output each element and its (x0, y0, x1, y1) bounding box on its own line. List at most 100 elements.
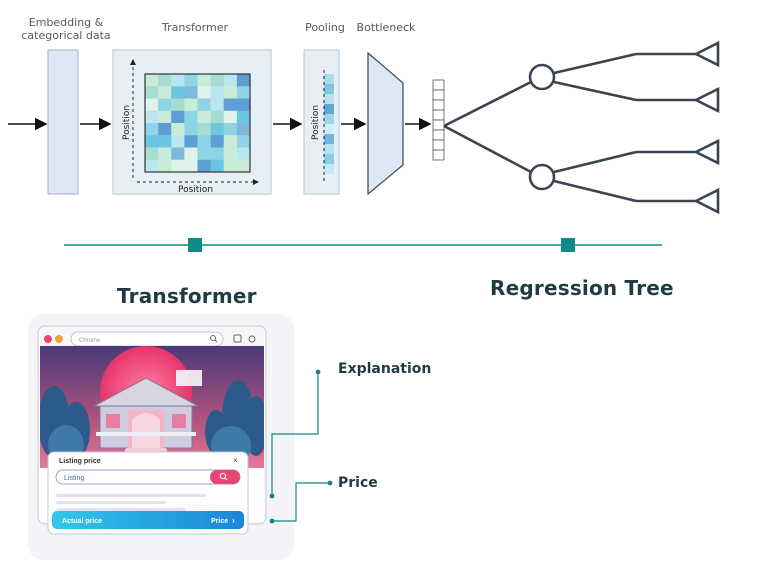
pooling-cell (324, 124, 334, 134)
explanation-dot (315, 369, 321, 375)
tree-leaf-2 (693, 86, 720, 114)
heatmap-cell (158, 135, 172, 148)
heatmap-cell (223, 98, 238, 112)
latent-cell (432, 89, 445, 101)
bottleneck-label: Bottleneck (356, 21, 416, 34)
timeline (64, 238, 662, 252)
timeline-marker-regression-tree (561, 238, 575, 252)
embedding-label: Embedding & categorical data (21, 16, 111, 42)
pooling-cell (324, 104, 334, 114)
tree-leaf-3 (693, 138, 720, 166)
heatmap-cell (236, 123, 251, 136)
heatmap-cell (158, 123, 172, 136)
timeline-marker-transformer (188, 238, 202, 252)
heatmap-cell (210, 110, 225, 124)
heatmap-cell (171, 98, 185, 112)
heatmap-cell (145, 110, 159, 124)
price-label: Price (338, 475, 378, 491)
address-placeholder: Chrome (79, 338, 101, 344)
pooling-cell (324, 144, 334, 154)
address-search-icon[interactable] (210, 335, 218, 343)
pooling-cell (324, 134, 334, 144)
heatmap-cell (210, 86, 225, 99)
pooling-cell (324, 164, 334, 174)
x-axis-label: Position (178, 185, 213, 195)
heatmap-cell (145, 98, 159, 112)
heatmap-cell (171, 159, 185, 173)
heatmap-cell (210, 147, 225, 161)
menu-icon[interactable] (248, 335, 256, 343)
latent-cell (432, 149, 445, 161)
actual-price-bar[interactable] (52, 511, 244, 529)
pooling-cell (324, 84, 334, 94)
heatmap-cell (197, 123, 211, 136)
latent-cell (432, 129, 445, 141)
heatmap-cell (184, 147, 198, 161)
heatmap-cell (158, 74, 172, 87)
heatmap-cell (223, 147, 238, 161)
heatmap-cell (184, 74, 198, 87)
heatmap-cell (236, 110, 251, 124)
heatmap-cell (236, 86, 251, 99)
regression-tree (443, 40, 720, 215)
heatmap-cell (210, 135, 225, 148)
tab-icon[interactable] (233, 334, 242, 343)
dialog-close-icon[interactable]: × (233, 456, 238, 465)
latent-cell (432, 79, 445, 91)
price-button-label: Price (211, 518, 228, 525)
heatmap-cell (145, 123, 159, 136)
heatmap-cell (236, 98, 251, 112)
heatmap-cell (158, 86, 172, 99)
latent-cell (432, 119, 445, 131)
pooling-vector (324, 74, 334, 174)
heatmap-cell (223, 159, 238, 173)
transformer-title: Transformer (117, 284, 257, 308)
pooling-label: Pooling (305, 21, 345, 34)
price-dot (327, 480, 333, 486)
pooling-cell (324, 94, 334, 104)
listing-mockup: Chrome (28, 314, 294, 560)
bottleneck-shape (367, 51, 404, 196)
heatmap-cell (236, 147, 251, 161)
pooling-cell (324, 74, 334, 84)
heatmap-cell (210, 74, 225, 87)
heatmap-cell (223, 110, 238, 124)
heatmap-cell (210, 123, 225, 136)
chevron-right-icon: › (232, 516, 235, 525)
tree-node-top (528, 63, 556, 91)
heatmap-cell (171, 147, 185, 161)
heatmap-cell (210, 159, 225, 173)
heatmap-cell (158, 98, 172, 112)
heatmap-cell (145, 159, 159, 173)
pooling-cell (324, 154, 334, 164)
pipeline-diagram: Position Position Position (8, 40, 720, 215)
heatmap-cell (197, 159, 211, 173)
heatmap-cell (197, 98, 211, 112)
heatmap-cell (197, 74, 211, 87)
heatmap-cell (223, 74, 238, 87)
listing-search-value: Listing (64, 475, 84, 482)
heatmap-cell (197, 110, 211, 124)
heatmap-cell (171, 123, 185, 136)
heatmap-cell (197, 86, 211, 99)
regression-tree-title: Regression Tree (490, 276, 674, 300)
browser-logo-icon (44, 335, 52, 343)
pooling-axis-label: Position (311, 105, 321, 140)
pooling-cell (324, 114, 334, 124)
heatmap-cell (171, 110, 185, 124)
heatmap-cell (223, 86, 238, 99)
browser-profile-icon (55, 335, 63, 343)
heatmap-cell (145, 135, 159, 148)
heatmap-cell (197, 135, 211, 148)
latent-cell (432, 139, 445, 151)
latent-vector (432, 79, 445, 161)
latent-cell (432, 99, 445, 111)
actual-price-label: Actual price (62, 518, 102, 525)
attention-heatmap (145, 74, 251, 173)
heatmap-cell (145, 147, 159, 161)
embedding-box (47, 49, 79, 195)
heatmap-cell (184, 110, 198, 124)
heatmap-cell (197, 147, 211, 161)
heatmap-cell (158, 159, 172, 173)
dialog-title: Listing price (59, 458, 101, 465)
